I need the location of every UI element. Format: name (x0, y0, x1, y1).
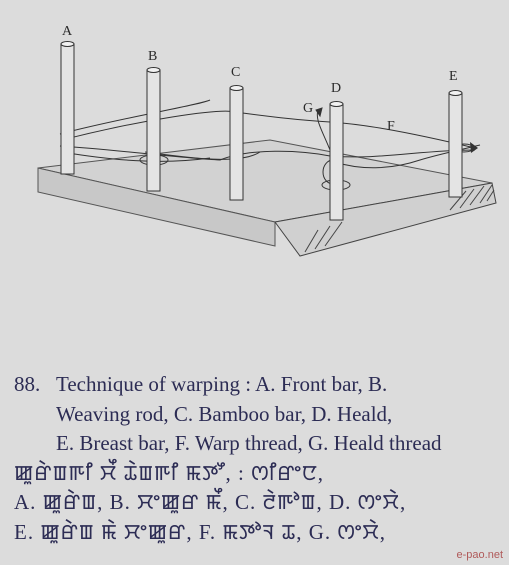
figure-number: 88. (14, 372, 41, 396)
caption-line: E. Breast bar, F. Warp thread, G. Heald … (56, 431, 442, 455)
label-f: F (387, 119, 395, 134)
caption-body: Technique of warping : A. Front bar, B. … (56, 370, 504, 459)
watermark: e-pao.net (456, 549, 503, 561)
post-b (146, 67, 161, 192)
label-e: E (449, 69, 458, 84)
post-d (329, 101, 344, 221)
caption-line-meitei: E. ꯀꯨꯔꯥꯡ ꯃꯥ ꯆꯦꯀꯨꯔ, F. ꯃꯇꯣꯜ ꯊ, G. ꯁꯦꯆꯥ, (14, 519, 386, 544)
post-a (60, 41, 75, 175)
caption-line: Weaving rod, C. Bamboo bar, D. Heald, (56, 401, 393, 426)
caption-meitei-block: ꯀꯨꯔꯥꯡꯒꯤ ꯆꯩ ꯊꯥꯡꯒꯤ ꯃꯇꯧ, : ꯁꯤꯔꯦꯅ, A. ꯀꯨꯔꯥꯡ,… (14, 459, 504, 548)
warping-illustration: A B C D E F G (37, 24, 497, 257)
label-c: C (231, 65, 240, 80)
board-hatching (304, 184, 495, 253)
label-a: A (62, 24, 73, 39)
label-d: D (331, 81, 341, 96)
post-e (448, 90, 463, 198)
figure-caption: 88. Technique of warping : A. Front bar,… (14, 370, 504, 547)
caption-line: Technique of warping : A. Front bar, B. (56, 372, 388, 396)
label-b: B (148, 49, 157, 64)
caption-line-meitei: ꯀꯨꯔꯥꯡꯒꯤ ꯆꯩ ꯊꯥꯡꯒꯤ ꯃꯇꯧ, : ꯁꯤꯔꯦꯅ, (14, 460, 325, 485)
warp-arrow (470, 142, 478, 153)
label-g: G (303, 101, 313, 116)
caption-line-meitei: A. ꯀꯨꯔꯥꯡ, B. ꯆꯦꯀꯨꯔ ꯃꯩ, C. ꯂꯥꯒꯣꯡ, D. ꯁꯦꯆꯥ… (14, 490, 407, 514)
post-c (229, 85, 244, 201)
board-front-face (37, 167, 276, 247)
